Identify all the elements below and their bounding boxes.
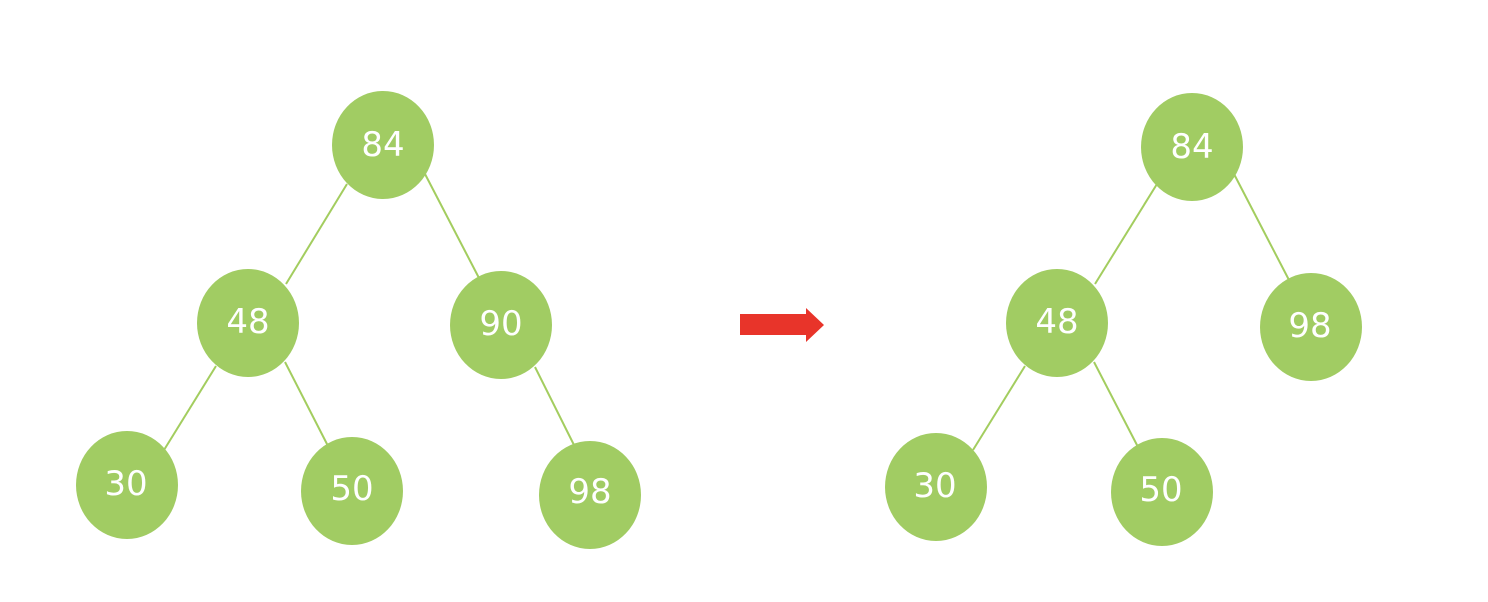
edge-84-48: [1094, 183, 1158, 285]
node-label: 50: [330, 469, 373, 509]
node-circle: [197, 269, 299, 377]
edge-48-30: [163, 365, 217, 451]
tree-node: 50: [301, 437, 403, 545]
node-circle: [1111, 438, 1213, 546]
node-circle: [1260, 273, 1362, 381]
tree-node: 48: [1006, 269, 1108, 377]
edge-48-30: [972, 365, 1026, 451]
node-circle: [1006, 269, 1108, 377]
tree-node: 84: [1141, 93, 1243, 201]
node-label: 98: [568, 472, 611, 512]
node-label: 90: [479, 304, 522, 344]
edge-84-98: [1233, 173, 1290, 281]
node-circle: [450, 271, 552, 379]
node-label: 30: [104, 464, 147, 504]
after-edges: [972, 173, 1290, 451]
tree-node: 90: [450, 271, 552, 379]
tree-node: 50: [1111, 438, 1213, 546]
edge-48-50: [284, 361, 329, 447]
edge-84-48: [285, 183, 348, 285]
before-tree: 84 48 90 30 50 98: [76, 91, 641, 549]
arrow-shape: [740, 308, 824, 342]
tree-node: 98: [539, 441, 641, 549]
node-circle: [76, 431, 178, 539]
tree-node: 48: [197, 269, 299, 377]
node-circle: [332, 91, 434, 199]
tree-node: 30: [76, 431, 178, 539]
right-arrow-icon: [740, 308, 824, 342]
edge-48-50: [1093, 361, 1139, 448]
tree-node: 30: [885, 433, 987, 541]
node-circle: [885, 433, 987, 541]
node-circle: [1141, 93, 1243, 201]
node-circle: [301, 437, 403, 545]
edge-90-98: [534, 366, 575, 446]
edge-84-90: [424, 173, 480, 279]
node-circle: [539, 441, 641, 549]
node-label: 48: [226, 302, 269, 342]
tree-node: 84: [332, 91, 434, 199]
node-label: 98: [1288, 306, 1331, 346]
after-tree: 84 48 98 30 50: [885, 93, 1362, 546]
node-label: 30: [913, 466, 956, 506]
before-edges: [163, 173, 575, 451]
tree-node: 98: [1260, 273, 1362, 381]
node-label: 50: [1139, 470, 1182, 510]
node-label: 84: [361, 125, 404, 165]
node-label: 84: [1170, 127, 1213, 167]
node-label: 48: [1035, 302, 1078, 342]
